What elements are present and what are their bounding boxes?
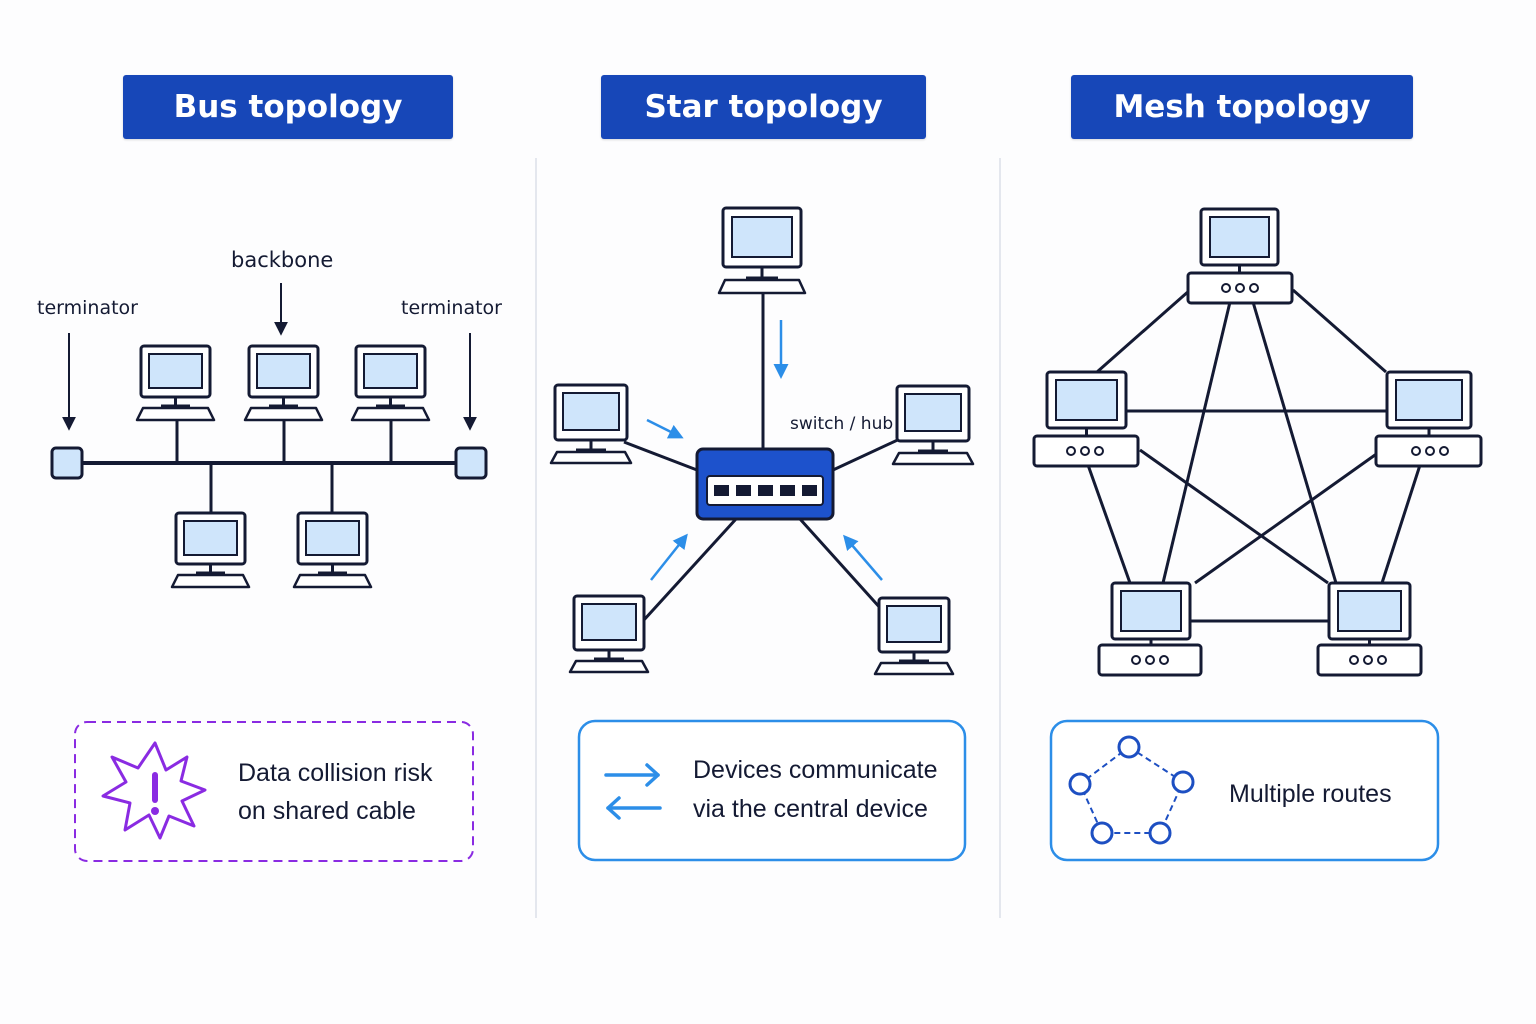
bus-topology-diagram bbox=[50, 283, 488, 862]
mesh-topology-title: Mesh topology bbox=[1071, 75, 1413, 139]
flow-arrow bbox=[646, 418, 684, 439]
switch-hub-icon bbox=[695, 447, 835, 521]
server-icon bbox=[1374, 370, 1483, 468]
server-icon bbox=[1097, 581, 1203, 677]
communication-note-line2: via the central device bbox=[693, 795, 928, 823]
bus-topology-title: Bus topology bbox=[123, 75, 453, 139]
communication-note-line1: Devices communicate bbox=[693, 756, 938, 784]
flow-arrow bbox=[650, 533, 688, 581]
server-icon bbox=[1316, 581, 1423, 677]
flow-arrow bbox=[843, 534, 883, 581]
panel-divider-right bbox=[999, 158, 1001, 918]
panel-divider-left bbox=[535, 158, 537, 918]
collision-note-line1: Data collision risk bbox=[238, 759, 433, 787]
communication-note-box bbox=[577, 719, 967, 862]
computer-icon bbox=[891, 384, 975, 466]
computer-icon bbox=[350, 344, 431, 422]
computer-icon bbox=[170, 511, 251, 589]
mesh-topology-diagram bbox=[1032, 207, 1483, 862]
switch-hub-label: switch / hub bbox=[790, 414, 894, 434]
computer-icon bbox=[292, 511, 373, 589]
computer-icon bbox=[873, 596, 955, 676]
terminator-right-label: terminator bbox=[401, 297, 502, 319]
computer-icon bbox=[135, 344, 216, 422]
routes-note-box bbox=[1049, 719, 1440, 862]
computer-icon bbox=[243, 344, 324, 422]
bidirectional-arrows-icon bbox=[604, 763, 662, 820]
server-icon bbox=[1032, 370, 1140, 468]
left-terminator-icon bbox=[50, 446, 84, 480]
star-topology-title: Star topology bbox=[601, 75, 926, 139]
computer-icon bbox=[549, 383, 633, 465]
collision-note-line2: on shared cable bbox=[238, 797, 416, 825]
exclamation-burst-icon bbox=[101, 741, 207, 840]
routes-note-text: Multiple routes bbox=[1229, 780, 1392, 808]
star-topology-diagram bbox=[549, 206, 975, 862]
backbone-label: backbone bbox=[231, 248, 334, 272]
collision-note-box bbox=[74, 721, 474, 862]
terminator-left-label: terminator bbox=[37, 297, 138, 319]
right-terminator-icon bbox=[454, 446, 488, 480]
computer-icon bbox=[568, 594, 650, 674]
computer-icon bbox=[717, 206, 807, 295]
server-icon bbox=[1186, 207, 1294, 305]
pentagon-routes-icon bbox=[1068, 735, 1195, 845]
